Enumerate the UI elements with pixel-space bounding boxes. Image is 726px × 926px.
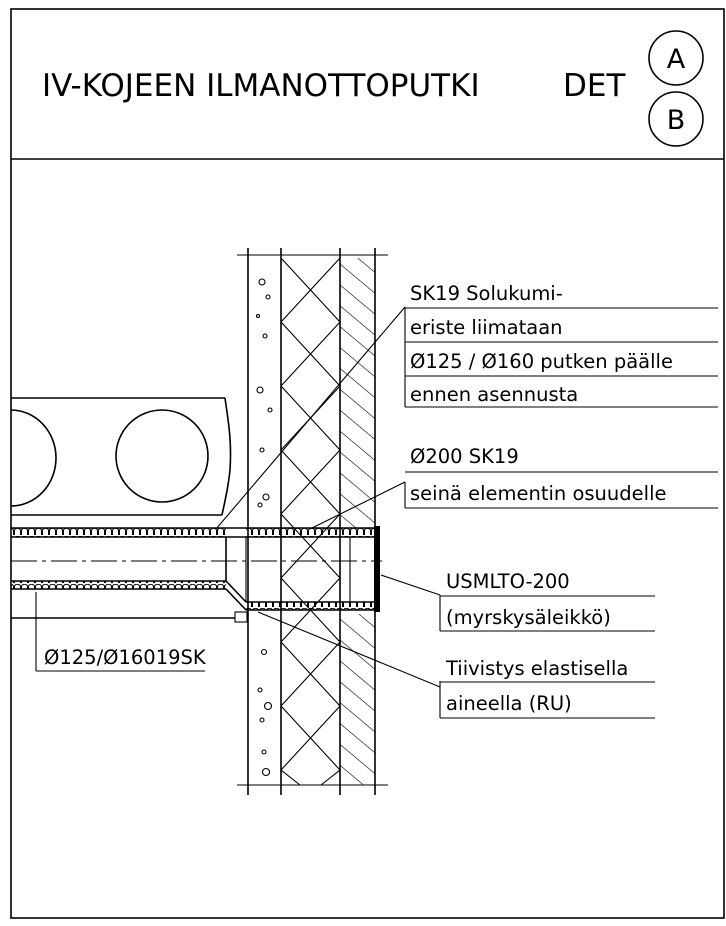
detail-marker-b: B bbox=[667, 105, 686, 136]
callout-o200-sk19: Ø200 SK19 seinä elementin osuudelle bbox=[405, 445, 718, 509]
callout-line: seinä elementin osuudelle bbox=[410, 482, 666, 505]
callout-sealing: Tiivistys elastisella aineella (RU) bbox=[440, 657, 655, 719]
callout-line: aineella (RU) bbox=[446, 692, 572, 715]
callout-line: SK19 Solukumi- bbox=[410, 282, 563, 305]
detail-label: DET bbox=[563, 68, 626, 104]
slab-void-1 bbox=[10, 409, 57, 507]
callout-line: ennen asennusta bbox=[410, 383, 578, 406]
callout-pipe-insulation: Ø125/Ø16019SK bbox=[36, 646, 207, 672]
hollow-core-slab bbox=[10, 397, 248, 623]
callout-line: Tiivistys elastisella bbox=[445, 657, 628, 680]
callout-line: Ø200 SK19 bbox=[410, 445, 519, 468]
callout-line: Ø125 / Ø160 putken päälle bbox=[410, 350, 673, 373]
callout-usmlto: USMLTO-200 (myrskysäleikkö) bbox=[440, 570, 655, 632]
callout-line: Ø125/Ø16019SK bbox=[44, 646, 207, 669]
wall-element bbox=[237, 248, 388, 795]
callout-sk19-insulation: SK19 Solukumi- eriste liimataan Ø125 / Ø… bbox=[405, 282, 718, 408]
storm-grille bbox=[374, 526, 380, 612]
callout-line: eriste liimataan bbox=[410, 316, 563, 339]
callout-line: USMLTO-200 bbox=[446, 570, 570, 593]
drawing-title: IV-KOJEEN ILMANOTTOPUTKI bbox=[42, 68, 480, 104]
drawing-frame bbox=[10, 8, 725, 919]
outer-border bbox=[10, 8, 725, 919]
detail-marker-a-circle bbox=[648, 30, 704, 86]
slab-void-2 bbox=[115, 409, 209, 503]
detail-marker-b-circle bbox=[648, 91, 704, 147]
title-block: IV-KOJEEN ILMANOTTOPUTKI DET A B bbox=[42, 30, 704, 147]
detail-marker-a: A bbox=[667, 44, 686, 75]
callout-line: (myrskysäleikkö) bbox=[446, 606, 611, 629]
leader-lines bbox=[35, 306, 441, 718]
ventilation-duct bbox=[11, 526, 382, 612]
